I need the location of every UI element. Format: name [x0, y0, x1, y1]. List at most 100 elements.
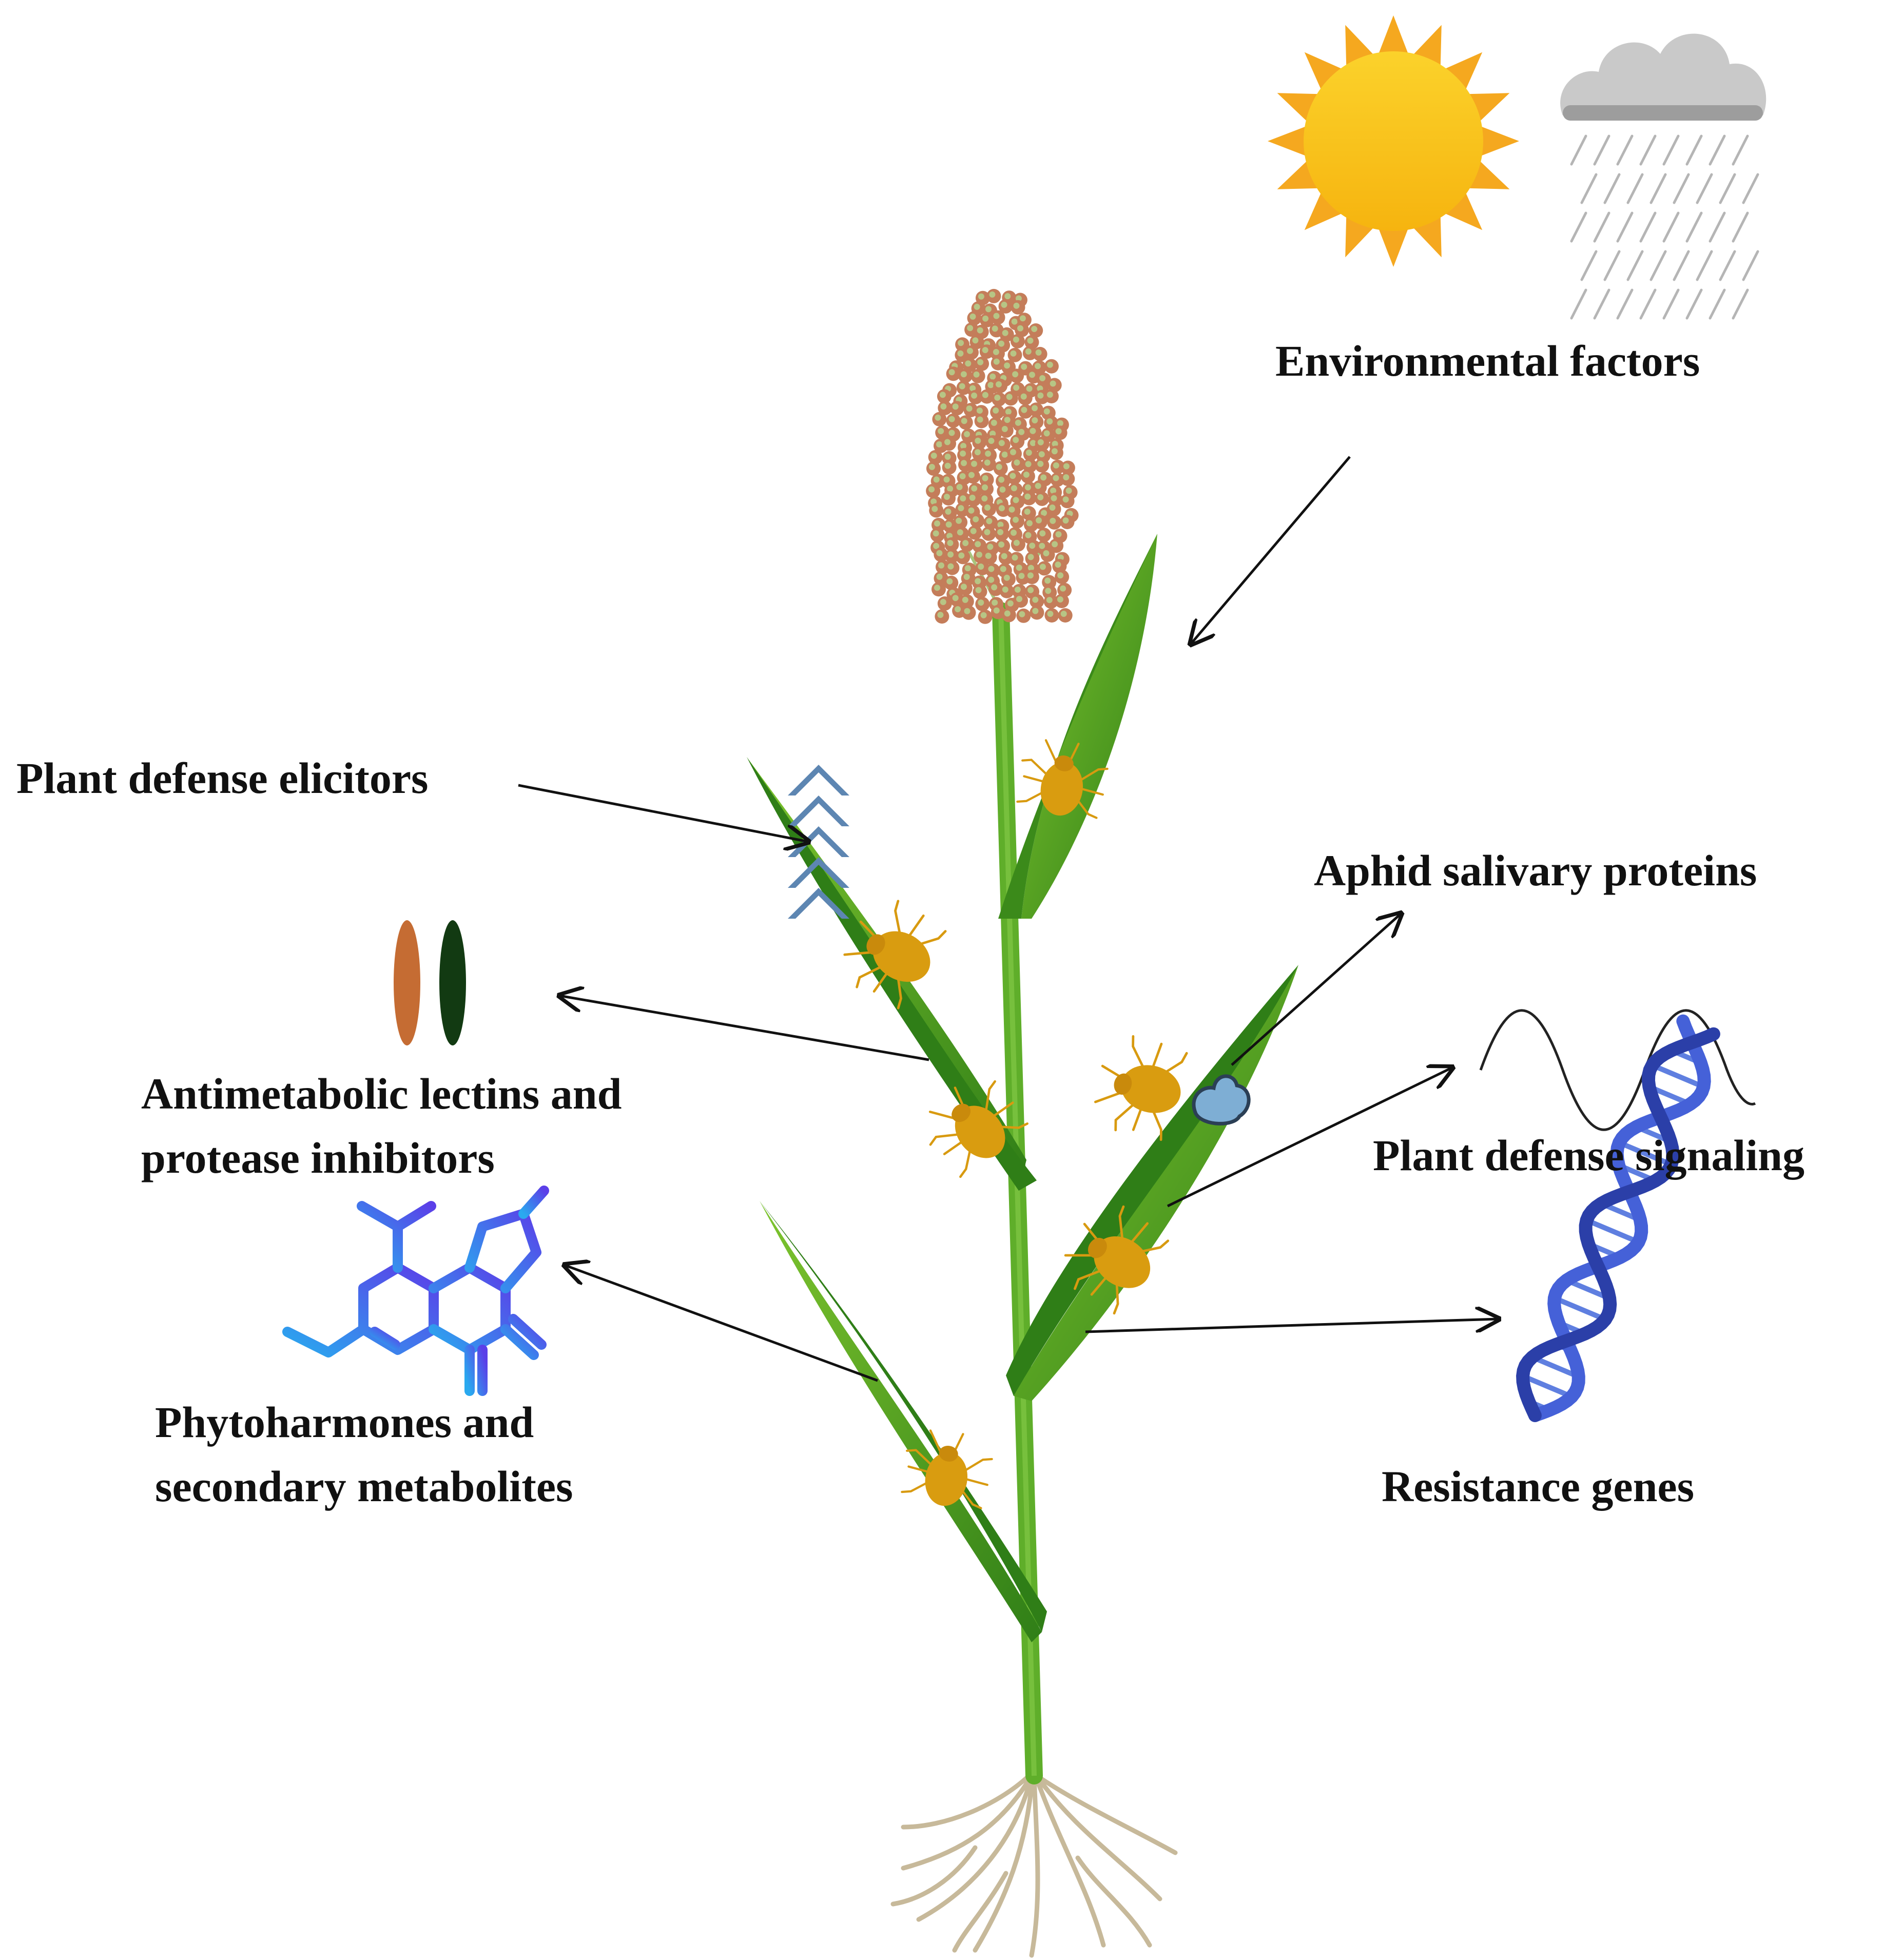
- seed: [958, 415, 973, 430]
- seed: [1055, 570, 1070, 585]
- sine-wave-icon: [1479, 1009, 1756, 1131]
- rain-drop: [1649, 250, 1667, 281]
- seed: [1049, 445, 1063, 460]
- arrow-signaling: [1167, 1068, 1452, 1208]
- label-aphid-salivary-proteins: Aphid salivary proteins: [1314, 846, 1757, 895]
- sun-ray: [1304, 191, 1344, 230]
- rain-drop: [1580, 173, 1598, 204]
- label-lectins-line1: Antimetabolic lectins and: [141, 1069, 622, 1118]
- seed: [975, 356, 989, 371]
- rain-drop: [1732, 211, 1749, 243]
- protease-capsule: [439, 920, 466, 1045]
- seed: [1037, 561, 1052, 576]
- rain-drop: [1639, 134, 1657, 166]
- dna-helix-icon: [1516, 1014, 1720, 1422]
- seed: [1060, 472, 1075, 486]
- seed: [973, 584, 987, 599]
- seed: [1011, 300, 1025, 315]
- rain-drop: [1673, 250, 1690, 281]
- seed: [942, 436, 956, 451]
- seed: [945, 560, 960, 575]
- rain-drop: [1685, 288, 1703, 320]
- seed: [1010, 334, 1025, 348]
- rain-drop: [1639, 288, 1657, 320]
- label-environmental-factors: Environmental factors: [1275, 336, 1700, 385]
- seed: [978, 609, 993, 624]
- seed: [964, 345, 979, 360]
- seed: [956, 550, 971, 565]
- seed: [993, 378, 1007, 393]
- seed: [1007, 470, 1022, 485]
- rain-drop: [1603, 250, 1621, 281]
- label-phyto-line1: Phytoharmones and: [155, 1398, 534, 1447]
- rain-drop: [1639, 211, 1657, 243]
- rain-drop: [1649, 173, 1667, 204]
- seed: [981, 526, 996, 541]
- rain-drop: [1709, 211, 1726, 243]
- rain-drop: [1709, 134, 1726, 166]
- protein-blob-icon: [1192, 1074, 1251, 1125]
- seed: [937, 596, 952, 611]
- seed: [971, 368, 985, 383]
- seed: [942, 460, 957, 475]
- seed: [1044, 359, 1059, 374]
- rain-drop: [1593, 134, 1610, 166]
- seed: [967, 525, 982, 540]
- seed: [975, 597, 990, 612]
- leaf-mid-right: [1006, 965, 1298, 1401]
- seed: [1044, 608, 1059, 623]
- dna-strand: [1528, 1014, 1711, 1422]
- seed: [1024, 570, 1039, 585]
- seed: [1014, 593, 1028, 608]
- rain-cloud-icon: [1560, 33, 1767, 320]
- dna-strand: [1516, 1027, 1720, 1422]
- sun-ray: [1378, 15, 1409, 55]
- seed: [926, 483, 941, 498]
- seed: [1060, 494, 1075, 509]
- capsule-pair-icon: [394, 920, 466, 1045]
- arrow-lectins: [559, 996, 929, 1061]
- seed: [991, 310, 1005, 325]
- seed: [966, 469, 980, 484]
- arrow-resistance: [1085, 1319, 1499, 1333]
- arrow-salivary: [1231, 914, 1401, 1066]
- dna-rung: [1618, 1140, 1673, 1167]
- molecule-icon: [282, 1186, 549, 1396]
- rain-drop: [1662, 134, 1680, 166]
- rain-drop: [1593, 288, 1610, 320]
- seed: [1022, 491, 1037, 506]
- rain-drop: [1719, 173, 1736, 204]
- lectin-capsule: [394, 920, 420, 1045]
- rain-drop: [1662, 288, 1680, 320]
- seed: [932, 412, 947, 426]
- seed: [1010, 514, 1024, 529]
- rain-drop: [1570, 134, 1587, 166]
- seed: [949, 401, 964, 416]
- seed: [1037, 528, 1052, 542]
- label-plant-defense-signaling: Plant defense signaling: [1373, 1131, 1804, 1180]
- arrow-environment: [1191, 456, 1351, 644]
- rain-drop: [1662, 211, 1680, 243]
- seed: [1046, 502, 1061, 516]
- rain-drop: [1696, 173, 1713, 204]
- arrow-phyto: [565, 1265, 878, 1382]
- rain-drop: [1685, 134, 1703, 166]
- seed: [1047, 515, 1062, 530]
- seed: [993, 461, 1008, 476]
- rain-drop: [1570, 288, 1587, 320]
- sun-ray: [1268, 126, 1308, 157]
- rain-drop: [1673, 173, 1690, 204]
- seed: [946, 413, 961, 428]
- seed: [929, 503, 944, 518]
- rain-drop: [1732, 134, 1749, 166]
- rain-drop: [1742, 173, 1759, 204]
- sun-ray: [1378, 227, 1409, 267]
- dna-rung: [1531, 1354, 1580, 1380]
- seed: [935, 609, 949, 624]
- seed: [982, 502, 996, 516]
- seed: [1058, 608, 1073, 623]
- rain-drop: [1709, 288, 1726, 320]
- seed: [1054, 594, 1069, 608]
- label-resistance-genes: Resistance genes: [1382, 1462, 1694, 1511]
